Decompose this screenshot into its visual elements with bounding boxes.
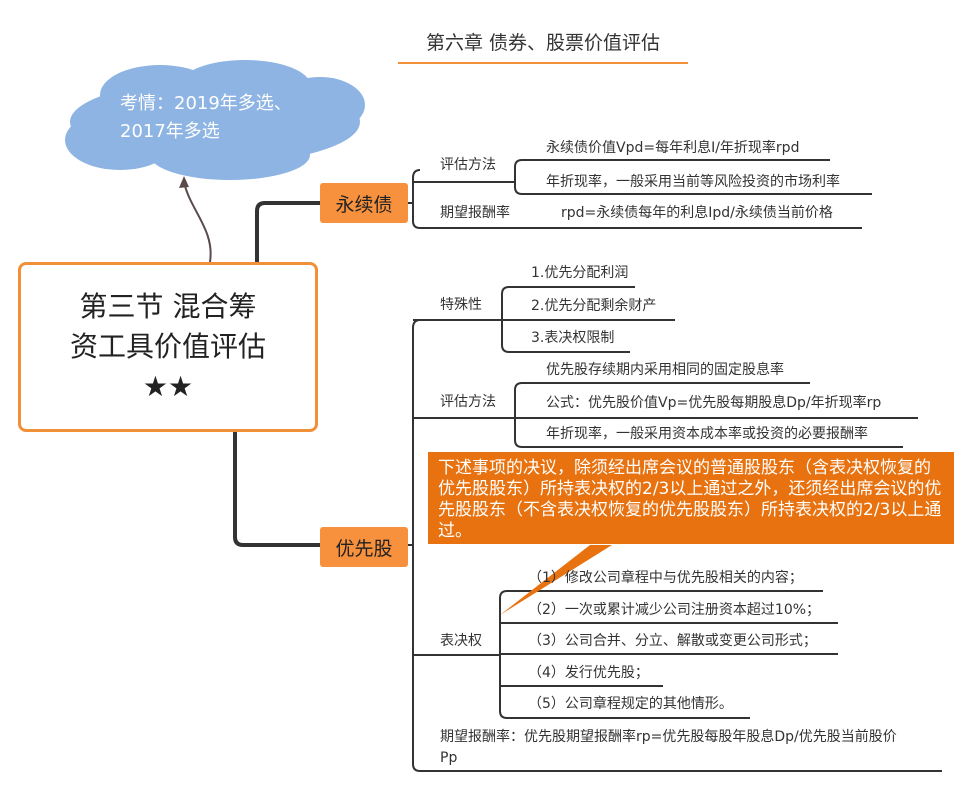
preferred-return-line2[interactable]: Pp — [440, 750, 458, 766]
central-topic[interactable]: 第三节 混合筹 资工具价值评估 ★★ — [18, 262, 318, 432]
voting-item[interactable]: （2）一次或累计减少公司注册资本超过10%； — [528, 602, 821, 618]
exam-note-line1: 考情：2019年多选、 — [120, 93, 292, 114]
node-preferred-stock[interactable]: 优先股 — [320, 527, 408, 567]
exam-note-line2: 2017年多选 — [120, 121, 220, 142]
voting-item[interactable]: （1）修改公司章程中与优先股相关的内容； — [528, 570, 803, 586]
preferred-valuation-label[interactable]: 评估方法 — [440, 394, 496, 410]
perpetual-valuation-label[interactable]: 评估方法 — [440, 157, 496, 173]
preferred-valuation-item[interactable]: 年折现率，一般采用资本成本率或投资的必要报酬率 — [546, 426, 868, 442]
voting-callout: 下述事项的决议，除须经出席会议的普通股股东（含表决权恢复的优先股股东）所持表决权… — [428, 452, 954, 544]
arrow-line — [183, 181, 212, 263]
chapter-title: 第六章 债券、股票价值评估 — [425, 32, 661, 54]
exam-note: 考情：2019年多选、 2017年多选 — [120, 90, 292, 146]
perpetual-valuation-item[interactable]: 年折现率，一般采用当前等风险投资的市场利率 — [546, 174, 840, 190]
central-topic-line2: 资工具价值评估 — [69, 330, 266, 363]
arrow-head-icon — [179, 176, 189, 188]
feature-item[interactable]: 1.优先分配利润 — [531, 265, 629, 281]
difficulty-stars: ★★ — [142, 370, 194, 403]
feature-item[interactable]: 3.表决权限制 — [531, 330, 615, 346]
central-topic-line1: 第三节 混合筹 — [79, 290, 257, 323]
voting-item[interactable]: （4）发行优先股； — [528, 665, 649, 681]
voting-item[interactable]: （5）公司章程规定的其他情形。 — [528, 696, 733, 712]
feature-item[interactable]: 2.优先分配剩余财产 — [531, 298, 657, 314]
perpetual-return-label[interactable]: 期望报酬率 — [440, 205, 510, 221]
preferred-return-line1[interactable]: 期望报酬率：优先股期望报酬率rp=优先股每股年股息Dp/优先股当前股价 — [440, 729, 897, 745]
preferred-valuation-item[interactable]: 优先股存续期内采用相同的固定股息率 — [546, 362, 784, 378]
cloud-shape — [65, 60, 365, 180]
preferred-valuation-item[interactable]: 公式：优先股价值Vp=优先股每期股息Dp/年折现率rp — [546, 395, 882, 411]
features-label[interactable]: 特殊性 — [440, 297, 482, 313]
callout-pointer — [500, 545, 612, 615]
node-perpetual-bond[interactable]: 永续债 — [320, 183, 408, 223]
perpetual-return-formula[interactable]: rpd=永续债每年的利息Ipd/永续债当前价格 — [561, 205, 833, 221]
voting-label[interactable]: 表决权 — [440, 633, 482, 649]
perpetual-valuation-item[interactable]: 永续债价值Vpd=每年利息I/年折现率rpd — [546, 140, 800, 156]
voting-item[interactable]: （3）公司合并、分立、解散或变更公司形式； — [528, 633, 817, 649]
